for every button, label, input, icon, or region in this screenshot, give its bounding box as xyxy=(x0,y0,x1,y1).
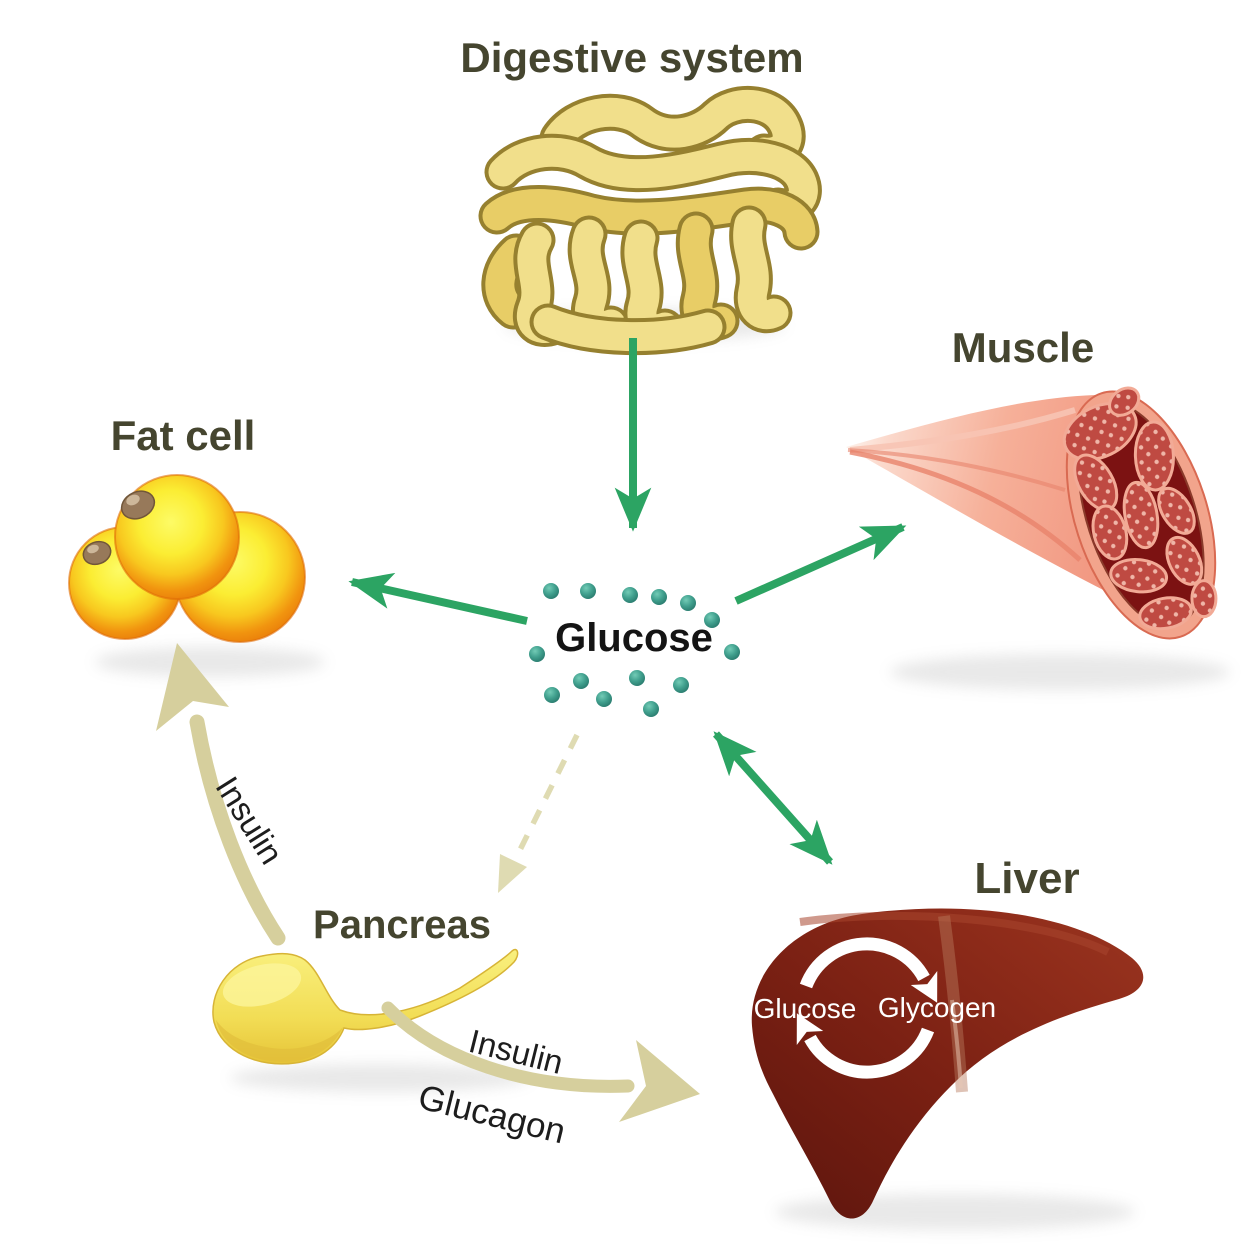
intestine-tubes xyxy=(478,86,822,356)
glucose-dot xyxy=(596,691,612,707)
cycle-arrowhead xyxy=(910,970,938,1003)
liver-body xyxy=(751,908,1144,1219)
glucose-dot xyxy=(622,587,638,603)
arrow-glucose-to-fat-cell xyxy=(348,572,528,625)
muscle-label: Muscle xyxy=(952,324,1094,371)
fat-cell-label: Fat cell xyxy=(111,412,256,459)
glucose-dot xyxy=(629,670,645,686)
tan-arrowhead xyxy=(619,1040,700,1122)
glucose-center-label: Glucose xyxy=(555,616,713,660)
glucose-dot xyxy=(651,589,667,605)
digestive-system-illustration xyxy=(478,86,822,356)
muscle-illustration xyxy=(846,386,1218,640)
dashed-arrowhead xyxy=(498,854,527,893)
glucose-dot xyxy=(680,595,696,611)
glucose-dot xyxy=(580,583,596,599)
muscle-fascicles xyxy=(1062,386,1218,631)
liver-cycle-glycogen-label: Glycogen xyxy=(878,992,996,1023)
arrow-glucose-to-muscle xyxy=(734,523,907,605)
glucose-dot xyxy=(529,646,545,662)
glucagon-to-liver-label: Glucagon xyxy=(414,1077,569,1151)
glucose-dot xyxy=(673,677,689,693)
liver-label: Liver xyxy=(974,854,1079,903)
pancreas-illustration xyxy=(212,948,519,1065)
liver-cycle-glucose-label: Glucose xyxy=(754,993,857,1024)
glucose-dot xyxy=(724,644,740,660)
arrow-glucose-to-pancreas-dashed xyxy=(498,733,580,893)
glucose-dot xyxy=(573,673,589,689)
glucose-dot xyxy=(543,583,559,599)
digestive-system-label: Digestive system xyxy=(460,34,803,81)
liver-illustration: Glucose Glycogen xyxy=(751,908,1144,1219)
liver-glucose-glycogen-cycle: Glucose Glycogen xyxy=(754,937,996,1079)
arrow-glucose-liver-two-way xyxy=(713,731,833,865)
glucose-dot xyxy=(544,687,560,703)
glucose-dot xyxy=(704,612,720,628)
tan-arrowhead xyxy=(156,643,229,731)
arrow-insulin-pancreas-to-fat xyxy=(156,643,286,946)
glucose-flow-arrows xyxy=(348,338,907,865)
cycle-arrowhead xyxy=(796,1013,824,1046)
fat-cell-illustration xyxy=(68,474,306,643)
glucose-molecules xyxy=(529,583,740,717)
arrow-insulin-glucagon-pancreas-to-liver xyxy=(381,1001,700,1122)
glucose-dot xyxy=(643,701,659,717)
pancreas-label: Pancreas xyxy=(313,903,491,947)
